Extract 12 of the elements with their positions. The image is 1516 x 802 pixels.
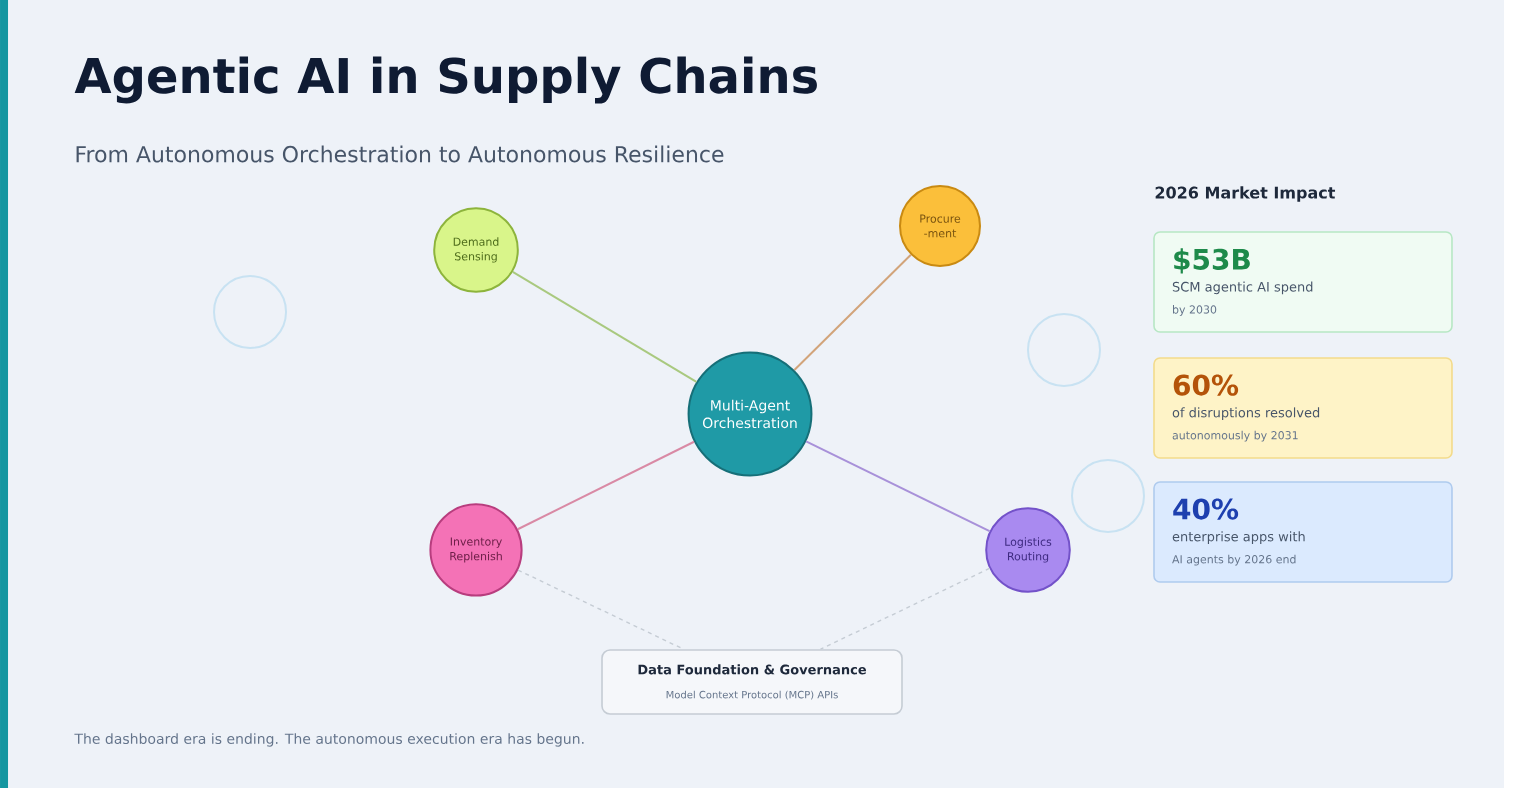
- empty-circle: [1071, 459, 1145, 533]
- connector-line: [805, 440, 991, 533]
- title: Agentic AI in Supply Chains: [74, 56, 817, 104]
- empty-circle: [1027, 313, 1101, 387]
- connector-line: [516, 440, 696, 531]
- panel-heading: 2026 Market Impact: [1155, 186, 1336, 202]
- subtitle: From Autonomous Orchestration to Autonomous Resilience: [76, 145, 724, 163]
- connector-line: [793, 253, 912, 372]
- dashed-connector: [819, 567, 991, 650]
- empty-circle: [213, 275, 287, 349]
- connector-line: [511, 270, 698, 383]
- dashed-connector: [517, 569, 685, 650]
